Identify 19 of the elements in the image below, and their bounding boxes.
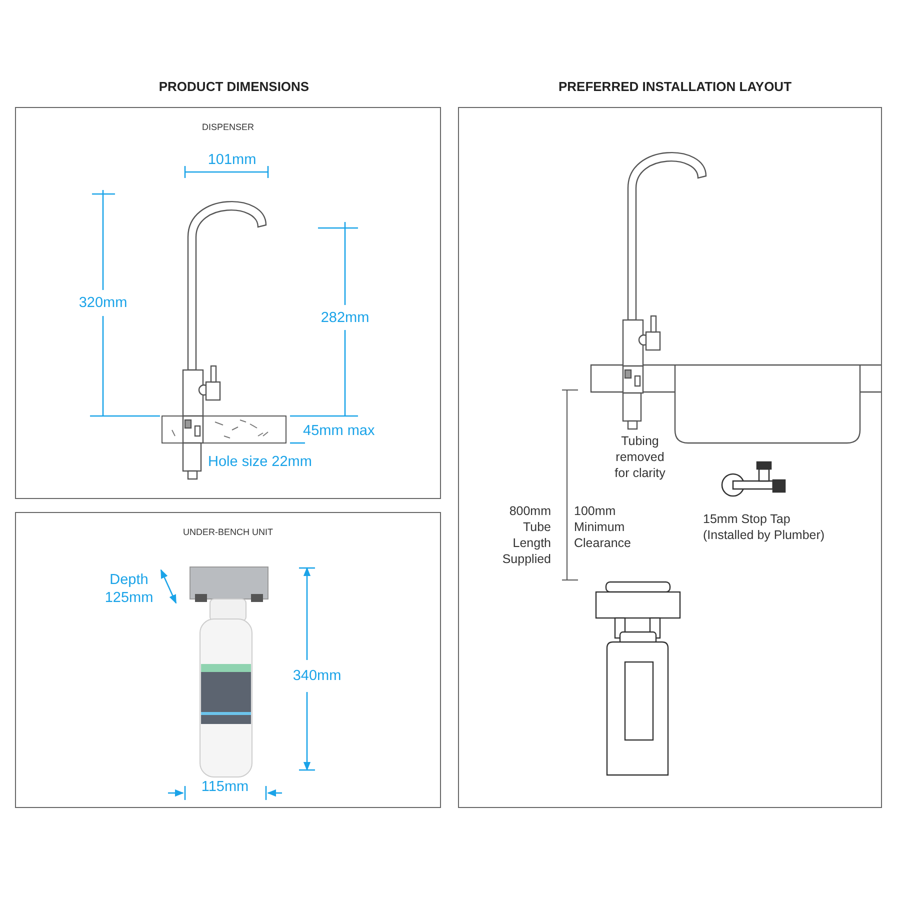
note: Tubing removed for clarity	[614, 433, 666, 481]
section-heading: PRODUCT DIMENSIONS	[158, 79, 310, 95]
note: 100mm Minimum Clearance	[574, 503, 632, 551]
panel-title: DISPENSER	[200, 122, 255, 132]
dimension-label: Depth 125mm	[104, 571, 154, 607]
note: 800mm Tube Length Supplied	[501, 503, 551, 567]
dimension-label: 45mm max	[303, 422, 376, 440]
diagram-panel	[15, 107, 441, 499]
diagram-panel	[15, 512, 441, 808]
diagram-panel	[458, 107, 882, 808]
section-heading: PREFERRED INSTALLATION LAYOUT	[557, 79, 793, 95]
note: 15mm Stop Tap (Installed by Plumber)	[703, 511, 826, 543]
dimension-label: 320mm	[78, 294, 128, 312]
dimension-label: Hole size 22mm	[208, 453, 313, 471]
dimension-label: 282mm	[320, 309, 370, 327]
dimension-label: 115mm	[200, 778, 250, 796]
dimension-label: 340mm	[292, 667, 342, 685]
panel-title: UNDER-BENCH UNIT	[182, 527, 274, 537]
dimension-label: 101mm	[206, 151, 258, 169]
